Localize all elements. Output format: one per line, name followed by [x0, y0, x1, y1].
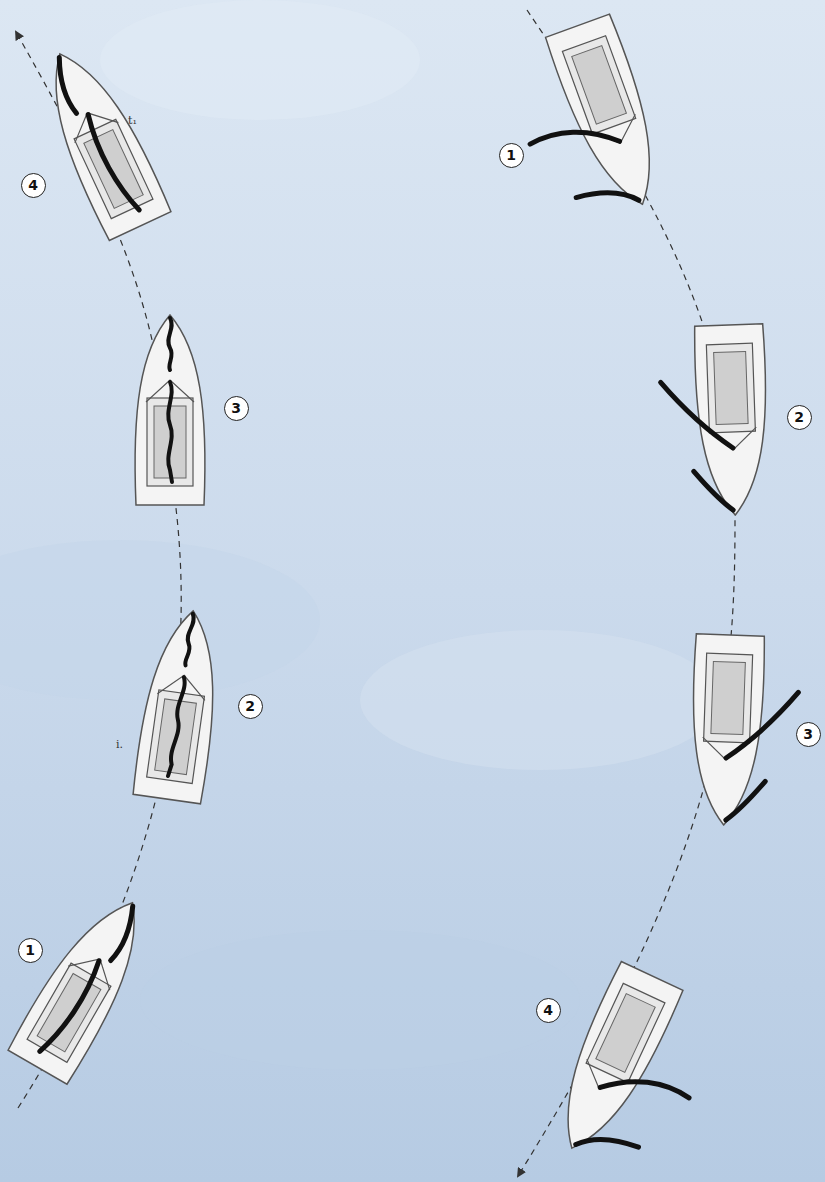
course-line	[518, 10, 735, 1176]
callout-number: 4	[28, 178, 38, 192]
sailboat	[132, 606, 228, 804]
callout-circle: 1	[18, 938, 43, 963]
sailboat	[659, 324, 771, 518]
sailboat	[135, 315, 205, 505]
callout-circle: 3	[796, 722, 821, 747]
callout-circle: 4	[21, 173, 46, 198]
callout-number: 3	[803, 727, 813, 741]
callout-circle: 1	[499, 143, 524, 168]
callout-circle: 3	[224, 396, 249, 421]
sailboat	[498, 14, 676, 234]
note-mark: t₁	[128, 114, 137, 127]
sailboat	[7, 885, 163, 1085]
sailboat	[689, 634, 801, 828]
callout-number: 1	[506, 148, 516, 162]
callout-circle: 2	[787, 405, 812, 430]
callout-circle: 4	[536, 998, 561, 1023]
callout-number: 3	[231, 401, 241, 415]
callout-circle: 2	[238, 694, 263, 719]
callout-number: 2	[245, 699, 255, 713]
sailboat	[28, 39, 172, 241]
callout-number: 1	[25, 943, 35, 957]
sailboat	[540, 961, 729, 1182]
note-mark: i.	[116, 738, 123, 751]
callout-number: 2	[794, 410, 804, 424]
callout-number: 4	[543, 1003, 553, 1017]
